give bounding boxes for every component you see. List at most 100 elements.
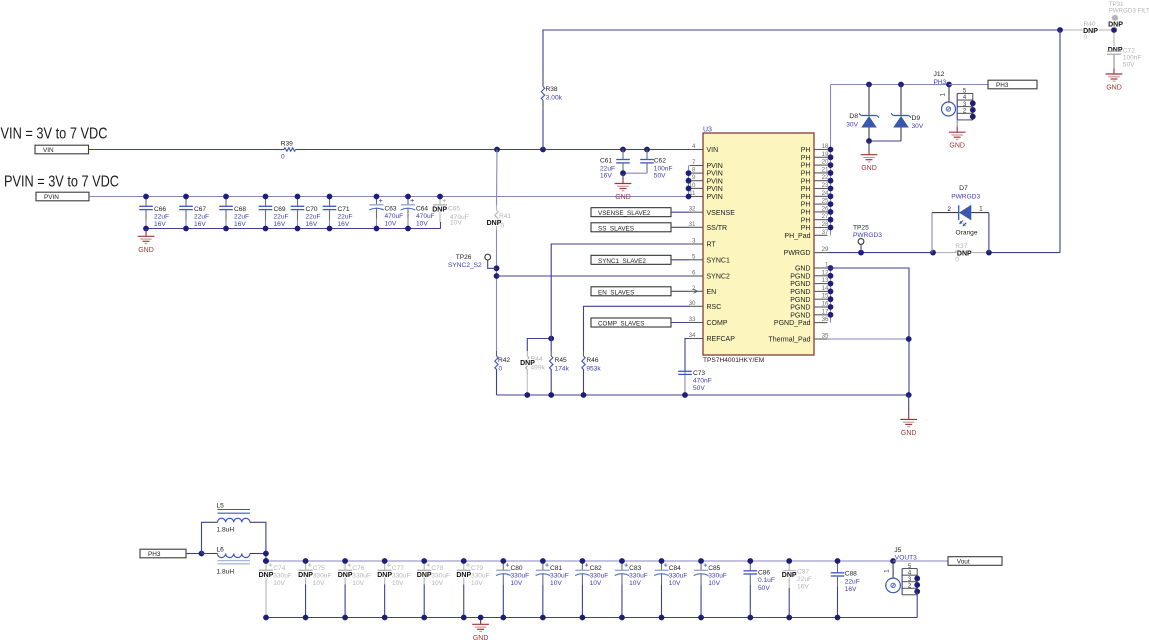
svg-text:C66: C66	[154, 206, 166, 213]
svg-text:21: 21	[822, 166, 829, 173]
svg-text:C74: C74	[273, 565, 285, 572]
svg-text:PGND: PGND	[790, 312, 810, 319]
svg-text:5: 5	[692, 253, 696, 260]
svg-text:C81: C81	[550, 565, 562, 572]
svg-text:2: 2	[692, 285, 696, 292]
svg-text:14: 14	[822, 285, 829, 292]
svg-text:0.1uF: 0.1uF	[758, 577, 775, 584]
svg-text:30V: 30V	[846, 121, 858, 128]
svg-text:50V: 50V	[1123, 61, 1135, 68]
svg-text:GND: GND	[473, 635, 489, 640]
svg-text:J12: J12	[934, 71, 945, 78]
svg-text:U3: U3	[703, 127, 712, 134]
svg-text:PGND_Pad: PGND_Pad	[774, 320, 811, 327]
svg-text:330uF: 330uF	[471, 573, 490, 580]
svg-text:0: 0	[501, 223, 505, 230]
svg-text:PVIN: PVIN	[707, 178, 723, 185]
svg-text:DNP: DNP	[1108, 21, 1123, 28]
svg-text:10V: 10V	[450, 220, 462, 227]
svg-text:16V: 16V	[600, 172, 612, 179]
svg-text:PWRGD: PWRGD	[784, 250, 811, 257]
svg-text:330uF: 330uF	[273, 573, 292, 580]
svg-text:PH3: PH3	[148, 551, 161, 558]
svg-text:TP31: TP31	[1109, 1, 1124, 8]
svg-text:4: 4	[963, 95, 967, 101]
svg-text:470uF: 470uF	[416, 213, 435, 220]
svg-text:330uF: 330uF	[313, 573, 332, 580]
svg-text:DNP: DNP	[1083, 28, 1098, 35]
svg-text:PVIN: PVIN	[707, 194, 723, 201]
svg-text:15: 15	[822, 293, 829, 300]
svg-text:C70: C70	[306, 206, 318, 213]
svg-text:1: 1	[825, 262, 829, 269]
svg-text:3: 3	[963, 102, 967, 108]
svg-text:PH_Pad: PH_Pad	[784, 233, 810, 240]
svg-text:R39: R39	[281, 141, 293, 148]
svg-text:10V: 10V	[471, 580, 483, 587]
svg-text:0: 0	[499, 366, 503, 373]
svg-text:C76: C76	[352, 565, 364, 572]
svg-text:330uF: 330uF	[511, 573, 530, 580]
svg-text:Vout: Vout	[957, 558, 970, 565]
svg-text:PGND: PGND	[790, 281, 810, 288]
svg-text:PWRGD3: PWRGD3	[853, 232, 882, 239]
svg-text:R38: R38	[546, 86, 558, 93]
svg-text:28: 28	[822, 221, 829, 228]
svg-text:499k: 499k	[531, 364, 546, 371]
svg-text:470uF: 470uF	[450, 214, 469, 221]
svg-text:TP25: TP25	[853, 224, 869, 231]
svg-text:C75: C75	[313, 565, 325, 572]
svg-text:22uF: 22uF	[154, 214, 169, 221]
svg-text:3: 3	[692, 238, 696, 245]
svg-text:VIN = 3V to 7 VDC: VIN = 3V to 7 VDC	[1, 126, 108, 143]
svg-text:9: 9	[692, 174, 696, 181]
svg-text:GND: GND	[795, 266, 811, 273]
svg-text:SS/TR: SS/TR	[707, 225, 728, 232]
svg-text:PH3: PH3	[934, 79, 947, 86]
svg-text:174k: 174k	[555, 365, 570, 372]
svg-text:10V: 10V	[431, 580, 443, 587]
svg-text:330uF: 330uF	[431, 573, 450, 580]
svg-text:C72: C72	[1123, 47, 1135, 54]
svg-text:1.8uH: 1.8uH	[217, 527, 235, 534]
svg-text:5: 5	[908, 564, 912, 570]
svg-text:PH: PH	[801, 194, 811, 201]
svg-text:VSENSE_SLAVE2: VSENSE_SLAVE2	[598, 210, 651, 217]
svg-text:RSC: RSC	[707, 304, 722, 311]
svg-text:32: 32	[689, 206, 696, 213]
svg-text:DNP: DNP	[520, 360, 535, 367]
svg-text:470nF: 470nF	[693, 378, 712, 385]
svg-text:3.00k: 3.00k	[546, 94, 563, 101]
svg-text:C85: C85	[708, 565, 720, 572]
svg-text:23: 23	[822, 182, 829, 189]
svg-text:PVIN = 3V to 7 VDC: PVIN = 3V to 7 VDC	[4, 174, 119, 191]
svg-text:24: 24	[822, 190, 829, 197]
svg-text:R44: R44	[531, 356, 543, 363]
svg-text:C87: C87	[797, 569, 809, 576]
svg-text:PH: PH	[801, 186, 811, 193]
svg-text:330uF: 330uF	[392, 573, 411, 580]
svg-text:R40: R40	[1084, 21, 1096, 28]
svg-text:C61: C61	[600, 158, 612, 165]
svg-text:PH: PH	[801, 171, 811, 178]
svg-text:GND: GND	[901, 430, 917, 437]
svg-text:PH: PH	[801, 210, 811, 217]
svg-text:C84: C84	[669, 565, 681, 572]
svg-text:16V: 16V	[797, 584, 809, 591]
svg-text:Thermal_Pad: Thermal_Pad	[768, 337, 810, 344]
svg-text:COMP: COMP	[707, 320, 728, 327]
svg-text:PH: PH	[801, 163, 811, 170]
svg-text:22uF: 22uF	[194, 214, 209, 221]
svg-text:VIN: VIN	[707, 147, 719, 154]
svg-text:22uF: 22uF	[338, 214, 353, 221]
svg-text:DNP: DNP	[259, 572, 274, 579]
svg-text:16V: 16V	[274, 221, 286, 228]
svg-text:100nF: 100nF	[1123, 55, 1142, 62]
svg-text:16V: 16V	[845, 586, 857, 593]
svg-text:SYNC2: SYNC2	[707, 274, 730, 281]
svg-text:1: 1	[884, 569, 891, 573]
svg-text:PH3: PH3	[996, 82, 1009, 89]
svg-text:DNP: DNP	[456, 572, 471, 579]
svg-text:C67: C67	[194, 206, 206, 213]
svg-text:SYNC1: SYNC1	[707, 257, 730, 264]
